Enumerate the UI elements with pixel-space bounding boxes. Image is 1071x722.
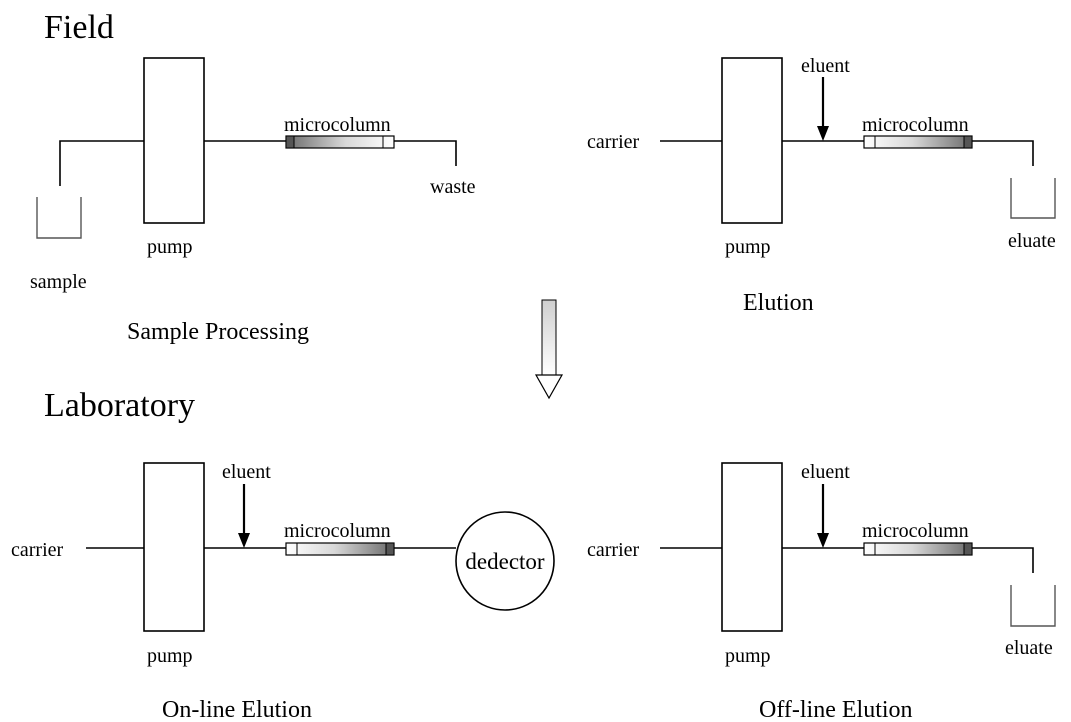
microcolumn-label: microcolumn [862,114,969,136]
eluent-label: eluent [801,461,850,483]
microcolumn-label: microcolumn [284,520,391,542]
microcolumn [863,542,973,556]
panel-caption: Sample Processing [127,319,309,345]
eluent-arrow [817,77,829,141]
carrier-label: carrier [587,539,640,561]
waste-outlet-tubing [394,140,457,166]
microcolumn [285,135,395,149]
pump-box [143,57,205,224]
eluate-label: eluate [1008,230,1056,252]
panel-caption: Off-line Elution [759,697,913,722]
eluent-arrow [817,484,829,548]
eluent-arrow [238,484,250,548]
pump-box [143,462,205,632]
section-heading-laboratory: Laboratory [44,387,195,424]
pump-label: pump [725,236,771,258]
detector-circle [455,511,555,611]
pump-box [721,57,783,224]
microcolumn [285,542,395,556]
eluate-beaker [1010,585,1056,627]
eluent-label: eluent [222,461,271,483]
eluate-beaker [1010,178,1056,219]
eluent-label: eluent [801,55,850,77]
panel-online-elution: carrier dedector eluent microcolumn pump… [11,461,555,722]
panel-caption: Elution [743,290,814,316]
eluate-outlet-tubing [972,547,1034,573]
carrier-label: carrier [587,131,640,153]
pump-label: pump [147,645,193,667]
panel-caption: On-line Elution [162,697,312,722]
waste-label: waste [430,176,476,198]
microcolumn-label: microcolumn [284,114,391,136]
eluate-outlet-tubing [972,140,1034,166]
panel-offline-elution: carrier eluent microcolumn pump eluate O… [587,461,1056,722]
sample-beaker [36,197,82,239]
pump-label: pump [147,236,193,258]
eluate-label: eluate [1005,637,1053,659]
down-arrow-icon [534,299,564,400]
pump-box [721,462,783,632]
microcolumn [863,135,973,149]
panel-sample-processing: microcolumn pump sample waste Sample Pro… [30,57,476,345]
section-heading-field: Field [44,9,114,46]
microcolumn-label: microcolumn [862,520,969,542]
pump-label: pump [725,645,771,667]
carrier-label: carrier [11,539,64,561]
sample-label: sample [30,271,87,293]
detector-label: dedector [465,549,545,574]
panel-elution: carrier eluent microcolumn pump eluate E… [587,55,1056,316]
sample-inlet-tubing [59,140,144,186]
